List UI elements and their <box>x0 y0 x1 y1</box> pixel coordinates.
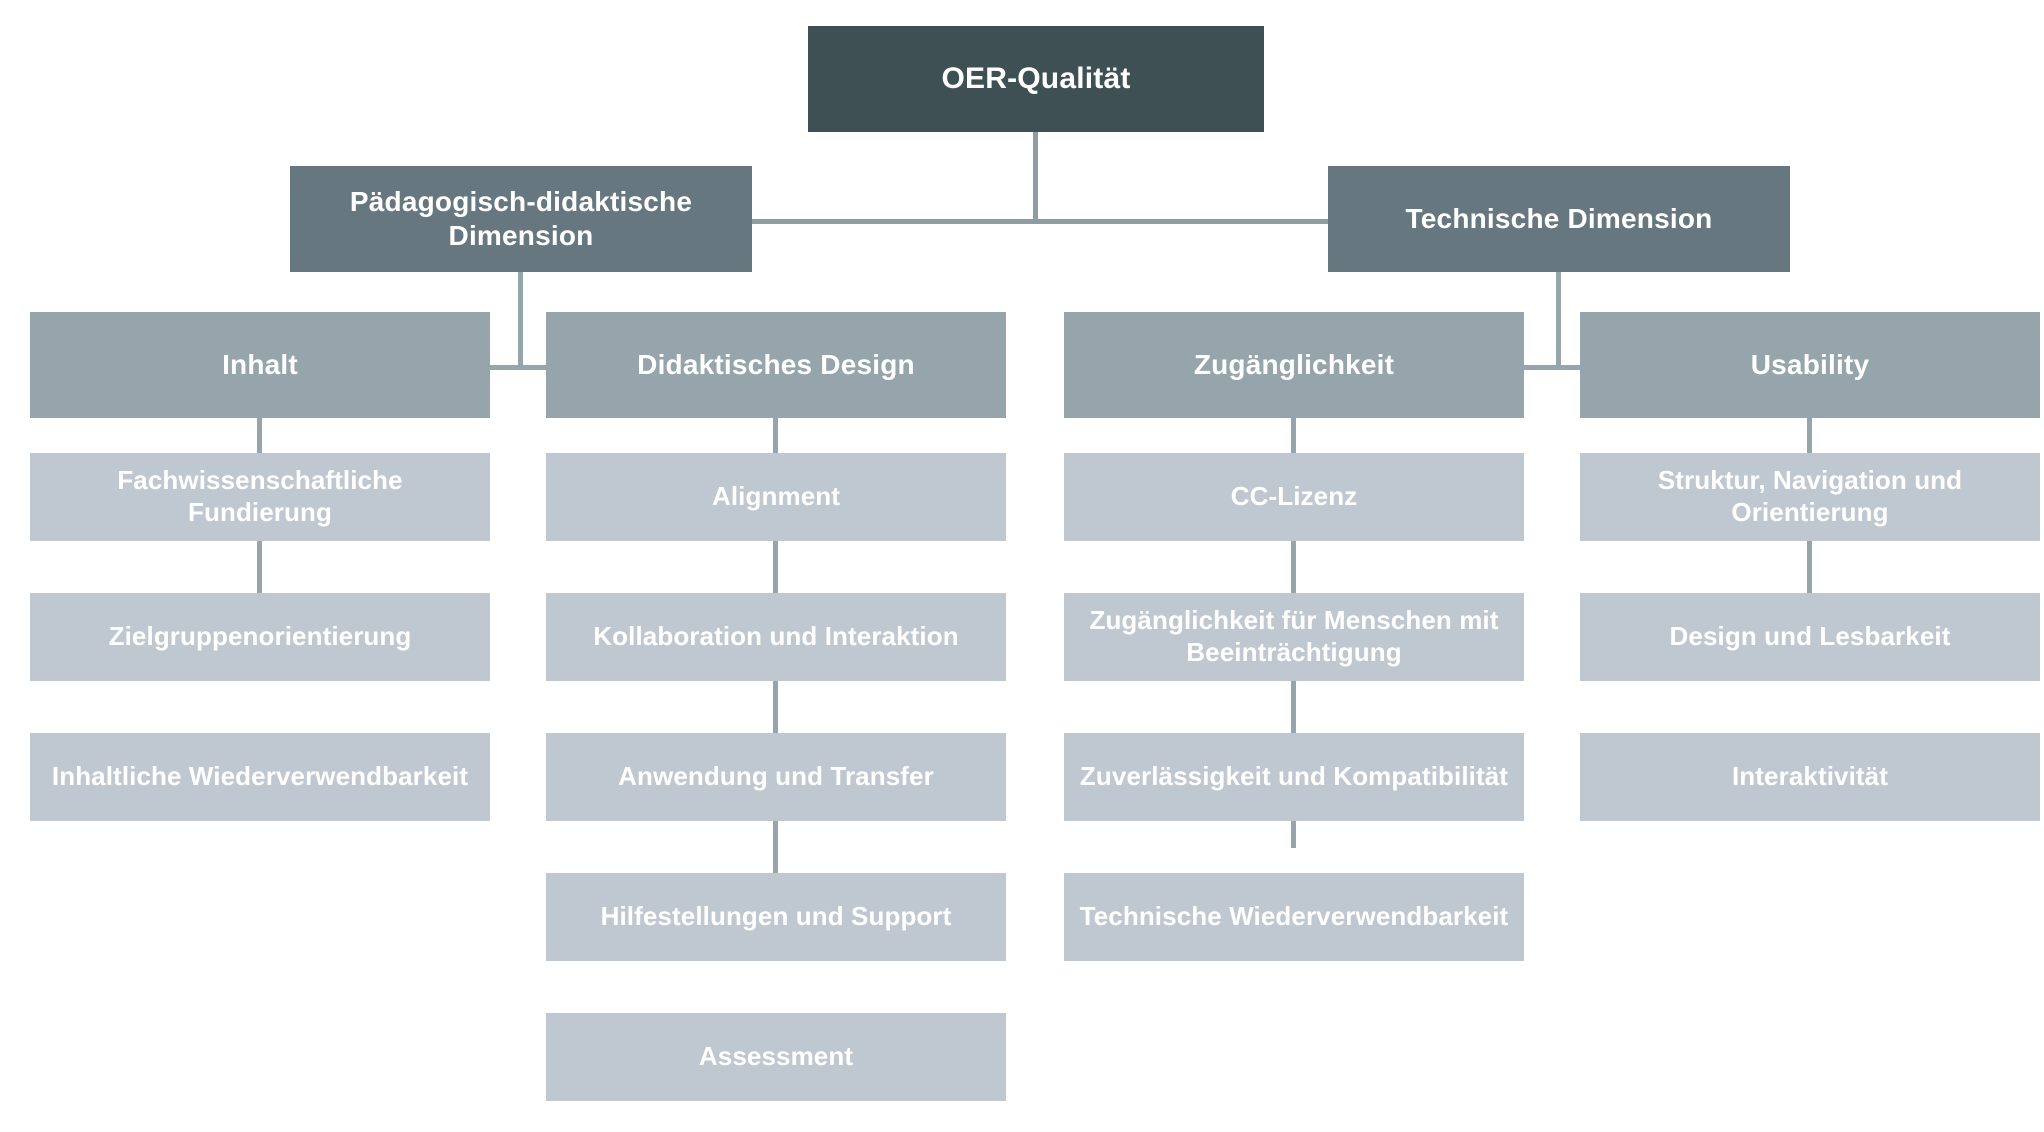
connector-technical-stem <box>1556 272 1561 368</box>
node-root-oer-qualitaet[interactable]: OER-Qualität <box>808 26 1264 132</box>
node-criterion-label: Inhaltliche Wiederverwendbarkeit <box>51 761 469 792</box>
node-criterion[interactable]: Hilfestellungen und Support <box>546 873 1006 961</box>
node-criterion[interactable]: Assessment <box>546 1013 1006 1101</box>
node-criterion[interactable]: Alignment <box>546 453 1006 541</box>
node-criterion[interactable]: Technische Wiederverwendbarkeit <box>1064 873 1524 961</box>
connector-pedagogical-stem <box>518 272 523 368</box>
connector-pedagogical-category-bus <box>490 365 546 370</box>
node-criterion-label: Zuverlässigkeit und Kompatibilität <box>1079 761 1509 792</box>
connector-root-stem <box>1033 132 1038 222</box>
node-category-inhalt[interactable]: Inhalt <box>30 312 490 418</box>
node-criterion[interactable]: Zuverlässigkeit und Kompatibilität <box>1064 733 1524 821</box>
node-category-label: Usability <box>1750 348 1870 380</box>
node-criterion[interactable]: Struktur, Navigation und Orientierung <box>1580 453 2040 541</box>
node-dimension-label: Technische Dimension <box>1405 202 1713 234</box>
node-criterion-label: Design und Lesbarkeit <box>1669 621 1951 652</box>
node-criterion-label: CC-Lizenz <box>1230 481 1358 512</box>
node-criterion[interactable]: Kollaboration und Interaktion <box>546 593 1006 681</box>
node-criterion[interactable]: Design und Lesbarkeit <box>1580 593 2040 681</box>
node-criterion[interactable]: Zugänglichkeit für Menschen mit Beeinträ… <box>1064 593 1524 681</box>
connector-technical-category-bus <box>1524 365 1584 370</box>
node-criterion[interactable]: Anwendung und Transfer <box>546 733 1006 821</box>
node-criterion[interactable]: Zielgruppenorientierung <box>30 593 490 681</box>
node-criterion-label: Hilfestellungen und Support <box>600 901 952 932</box>
node-dimension-technische[interactable]: Technische Dimension <box>1328 166 1790 272</box>
node-category-label: Didaktisches Design <box>637 348 915 380</box>
connector-dimension-bus <box>752 219 1328 224</box>
node-category-zugaenglichkeit[interactable]: Zugänglichkeit <box>1064 312 1524 418</box>
node-criterion[interactable]: Inhaltliche Wiederverwendbarkeit <box>30 733 490 821</box>
node-dimension-label: Pädagogisch-didaktische Dimension <box>349 185 693 251</box>
node-category-label: Zugänglichkeit <box>1193 348 1395 380</box>
node-dimension-paedagogisch-didaktische[interactable]: Pädagogisch-didaktische Dimension <box>290 166 752 272</box>
node-criterion-label: Zugänglichkeit für Menschen mit Beeinträ… <box>1089 605 1499 667</box>
node-criterion-label: Alignment <box>711 481 840 512</box>
node-criterion-label: Fachwissenschaftliche Fundierung <box>117 465 403 527</box>
node-criterion-label: Interaktivität <box>1731 761 1888 792</box>
node-criterion-label: Kollaboration und Interaktion <box>593 621 959 652</box>
node-category-label: Inhalt <box>222 348 298 380</box>
node-criterion-label: Anwendung und Transfer <box>618 761 934 792</box>
node-criterion-label: Technische Wiederverwendbarkeit <box>1079 901 1509 932</box>
node-criterion[interactable]: Fachwissenschaftliche Fundierung <box>30 453 490 541</box>
node-criterion-label: Assessment <box>698 1041 854 1072</box>
node-category-didaktisches-design[interactable]: Didaktisches Design <box>546 312 1006 418</box>
node-criterion[interactable]: Interaktivität <box>1580 733 2040 821</box>
node-root-label: OER-Qualität <box>941 61 1131 95</box>
node-criterion[interactable]: CC-Lizenz <box>1064 453 1524 541</box>
node-criterion-label: Zielgruppenorientierung <box>108 621 412 652</box>
node-category-usability[interactable]: Usability <box>1580 312 2040 418</box>
connector-column-didaktisches-design <box>773 418 778 960</box>
node-criterion-label: Struktur, Navigation und Orientierung <box>1657 465 1963 527</box>
